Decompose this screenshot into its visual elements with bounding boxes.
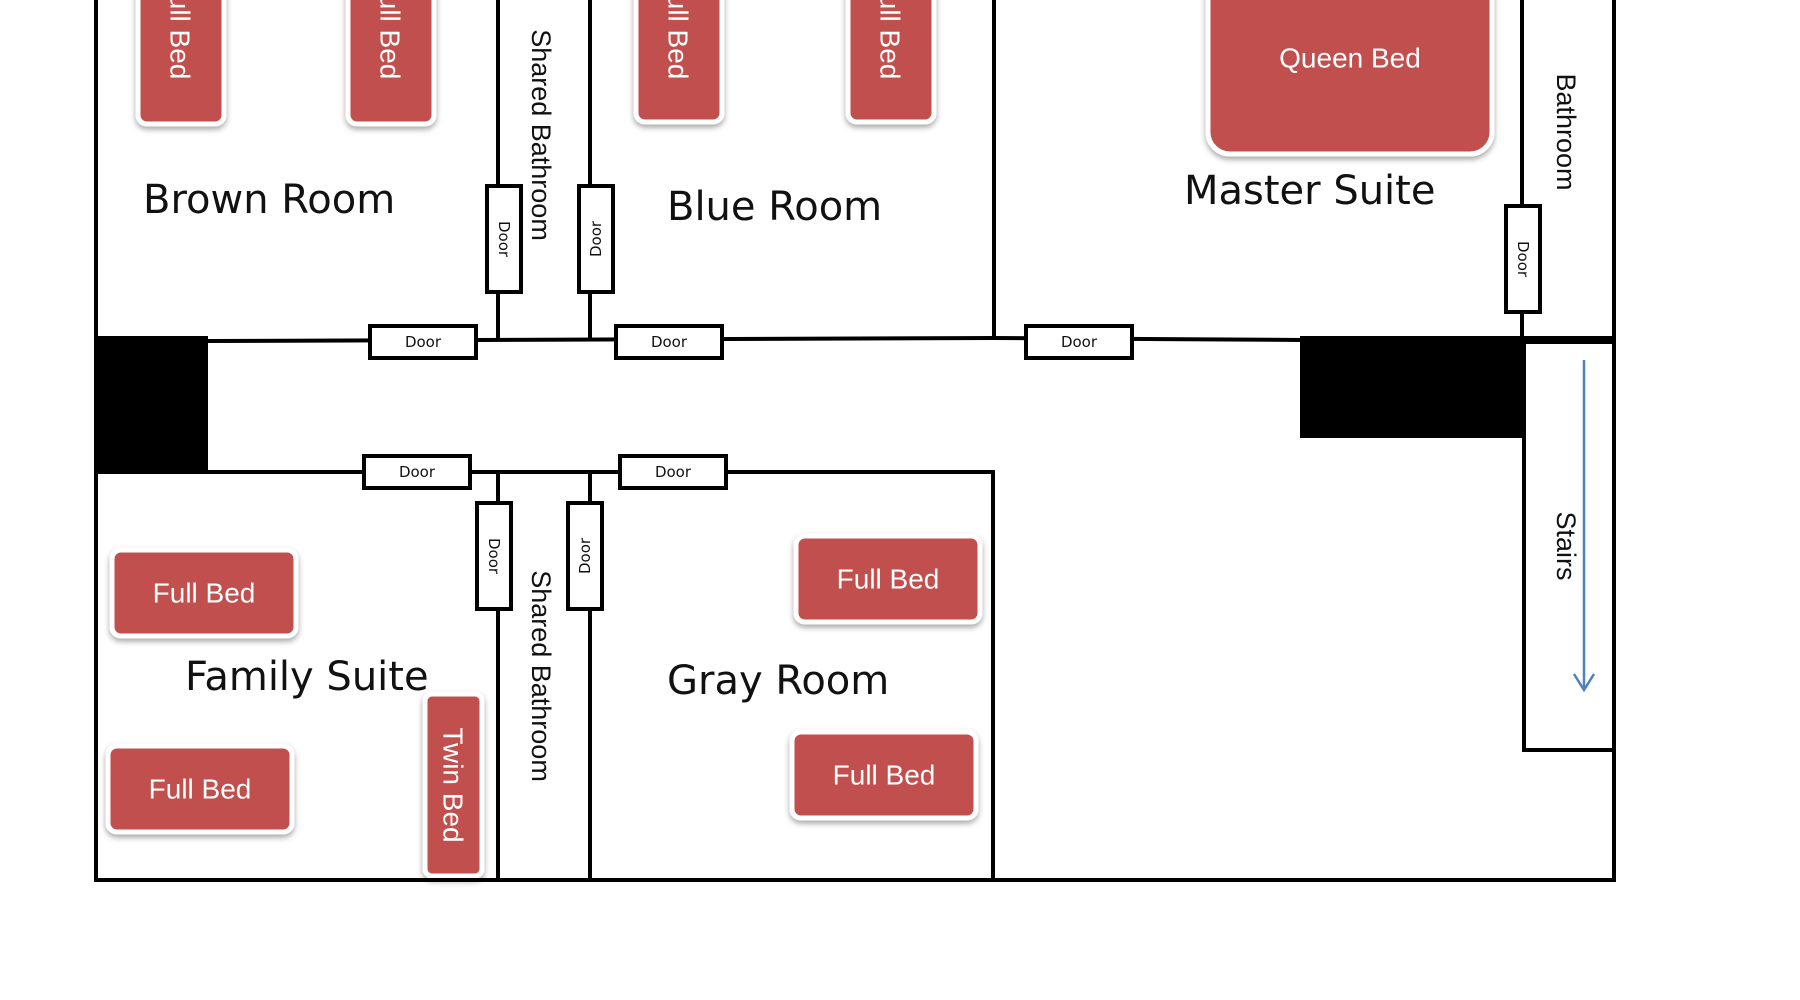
door-master-bath[interactable]: Door [1504,204,1542,314]
bed-brown-1-label: Full Bed [165,0,196,79]
door-blue[interactable]: Door [614,324,724,360]
stairs-arrow-icon [1572,360,1596,693]
bed-family-1-label: Full Bed [153,578,256,609]
door-family-label: Door [399,463,436,481]
door-brown[interactable]: Door [368,324,478,360]
door-brown-label: Door [405,333,442,351]
area-label-shared-bath-bottom: Shared Bathroom [526,570,556,782]
door-gray-bath-label: Door [576,537,594,574]
area-label-stairs: Stairs [1551,511,1581,580]
door-blue-bath[interactable]: Door [577,184,615,294]
bed-gray-2-label: Full Bed [833,760,936,791]
bed-blue-2-label: Full Bed [875,0,906,79]
bed-family-2: Full Bed [105,743,295,835]
bed-family-1: Full Bed [109,547,299,639]
bed-blue-1-label: Full Bed [663,0,694,79]
door-gray[interactable]: Door [618,454,728,490]
door-gray-bath[interactable]: Door [566,501,604,611]
door-master-label: Door [1061,333,1098,351]
bed-brown-2: Full Bed [345,0,437,127]
bed-gray-1: Full Bed [793,533,983,625]
bed-blue-2: Full Bed [845,0,937,125]
bed-family-2-label: Full Bed [149,774,252,805]
door-brown-bath-label: Door [495,221,513,258]
bed-family-twin-label: Twin Bed [438,727,469,842]
room-label-master: Master Suite [1184,168,1435,214]
chimney-block-right [1300,340,1526,438]
bed-gray-2: Full Bed [789,729,979,821]
door-master-bath-label: Door [1514,241,1532,278]
wall-corridor-top-1 [207,336,997,343]
area-label-master-bath: Bathroom [1551,73,1581,190]
door-blue-bath-label: Door [587,220,605,257]
bed-family-twin: Twin Bed [422,691,485,879]
area-label-shared-bath-top: Shared Bathroom [526,29,556,241]
door-family-bath-label: Door [485,538,503,575]
room-label-family: Family Suite [185,654,429,700]
bed-brown-2-label: Full Bed [375,0,406,79]
door-family[interactable]: Door [362,454,472,490]
bed-master-label: Queen Bed [1279,43,1421,74]
door-gray-label: Door [655,463,692,481]
door-blue-label: Door [651,333,688,351]
bed-gray-1-label: Full Bed [837,564,940,595]
bed-master-queen: Queen Bed [1205,0,1495,157]
chimney-block-left [96,336,208,474]
room-label-gray: Gray Room [667,658,889,704]
bed-brown-1: Full Bed [135,0,227,127]
door-brown-bath[interactable]: Door [485,184,523,294]
room-label-brown: Brown Room [143,177,395,223]
door-family-bath[interactable]: Door [475,501,513,611]
room-label-blue: Blue Room [667,184,882,230]
door-master[interactable]: Door [1024,324,1134,360]
bed-blue-1: Full Bed [633,0,725,125]
